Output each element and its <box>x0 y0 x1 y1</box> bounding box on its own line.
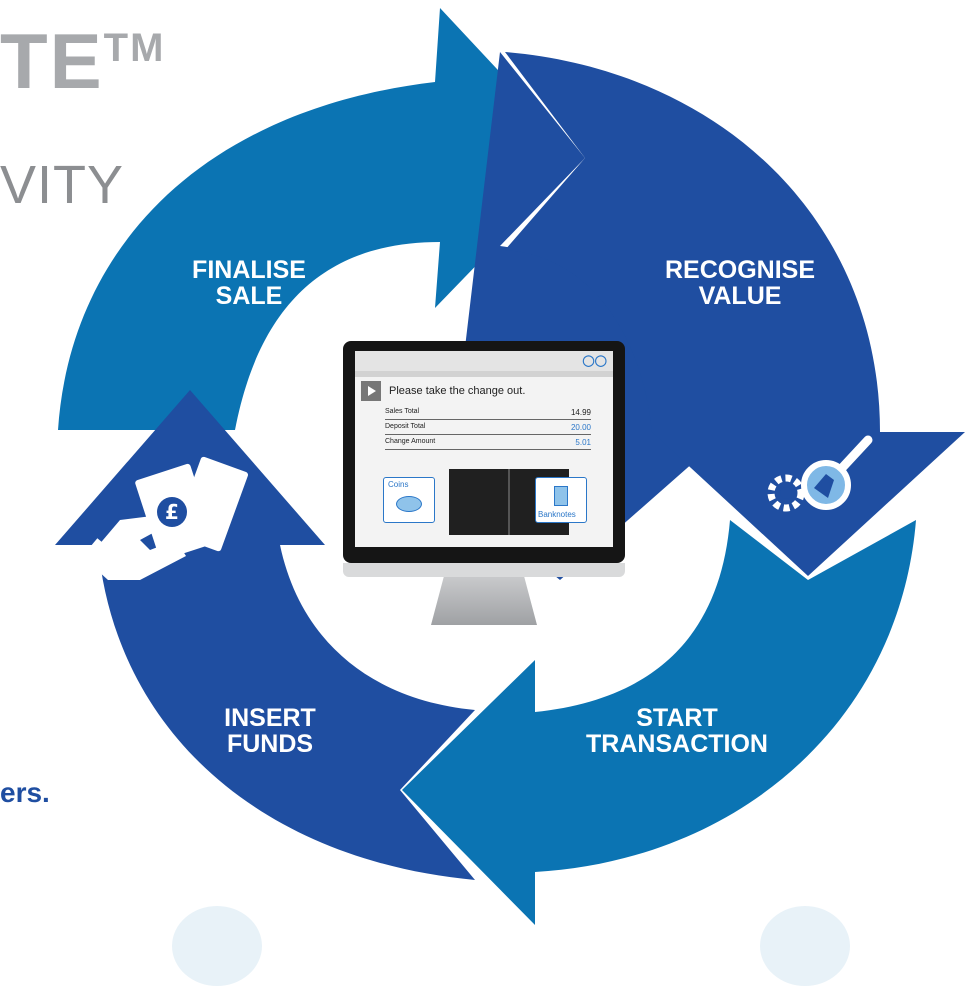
background-tagline: ers. <box>0 777 50 808</box>
brand-logo-icon: ◯◯ <box>582 355 607 367</box>
banknote-icon <box>554 486 568 506</box>
monitor-stand <box>431 577 537 625</box>
monitor-chin <box>343 563 625 577</box>
arrow-finalise-sale <box>58 8 580 430</box>
banknotes-callout: Banknotes <box>535 477 587 523</box>
monitor-screen: ◯◯ Please take the change out. Sales Tot… <box>355 351 613 547</box>
coins-label: Coins <box>388 480 409 489</box>
trademark: TM <box>103 26 166 70</box>
magnifier-gear-icon <box>767 435 873 512</box>
background-title: TETM <box>0 17 166 105</box>
svg-text:£: £ <box>165 500 179 524</box>
screen-message: Please take the change out. <box>389 385 526 397</box>
banknotes-label: Banknotes <box>538 510 576 519</box>
screen-message-row: Please take the change out. <box>355 377 613 405</box>
cycle-diagram: £ <box>55 8 965 925</box>
coins-icon <box>396 496 422 512</box>
hand-banknotes-icon: £ <box>67 456 249 588</box>
arrow-start-transaction <box>402 520 916 925</box>
arrow-recognise-value-main <box>505 52 965 576</box>
monitor: ◯◯ Please take the change out. Sales Tot… <box>343 341 625 636</box>
screen-status-strip <box>355 371 613 377</box>
screen-topbar: ◯◯ <box>355 351 613 371</box>
background-subtitle: VITY <box>0 155 125 215</box>
monitor-bezel: ◯◯ Please take the change out. Sales Tot… <box>343 341 625 563</box>
play-icon <box>361 381 381 401</box>
coins-callout: Coins <box>383 477 435 523</box>
